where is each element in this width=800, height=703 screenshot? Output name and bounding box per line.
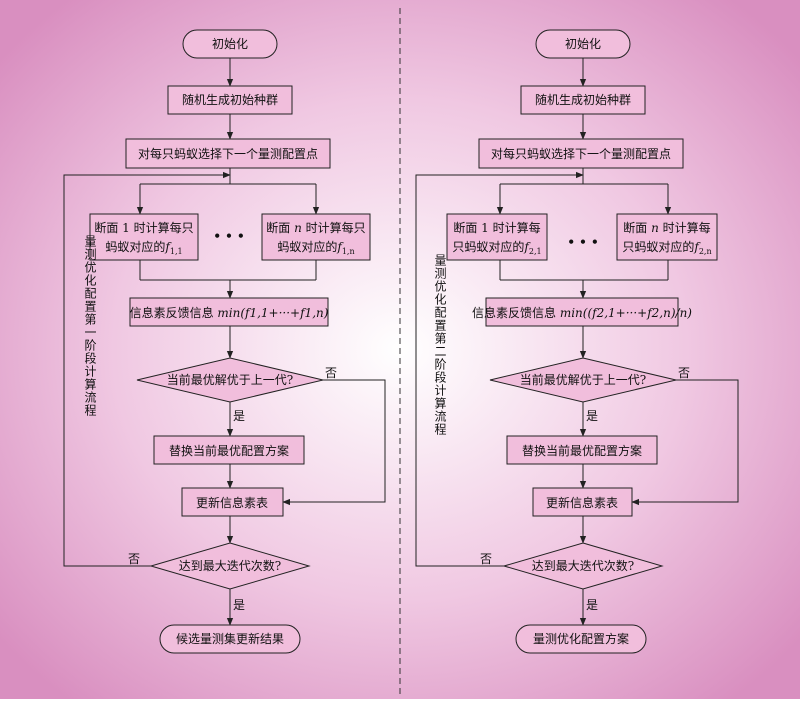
right-pheromone-feedback-box (485, 297, 679, 327)
left-replace-best-text: 替换当前最优配置方案 (169, 443, 289, 458)
right-section-n-box (616, 213, 718, 261)
right-init-population-box (520, 85, 646, 115)
left-no-label-2: 否 (128, 552, 140, 566)
left-pheromone-feedback-box (129, 297, 329, 327)
left-result-text: 候选量测集更新结果 (176, 631, 284, 646)
right-no-label-2: 否 (480, 552, 492, 566)
right-select-next-box (478, 138, 684, 169)
right-yes-label-2: 是 (586, 598, 598, 612)
left-replace-best-box (153, 435, 305, 465)
right-section-1-line1: 断面 1 时计算每 (453, 220, 540, 235)
right-update-pheromone-box (532, 487, 633, 517)
left-update-pheromone-box (181, 487, 284, 517)
left-section-1-box (89, 213, 199, 261)
right-result-terminal (515, 624, 647, 654)
right-side-label: 量测优化配置第二阶段计算流程 (433, 254, 447, 436)
right-pheromone-feedback-text: 信息素反馈信息 min((f2,1+···+f2,n)/n) (472, 305, 692, 320)
right-result-text: 量测优化配置方案 (533, 631, 629, 646)
left-result-terminal (159, 624, 301, 654)
left-init-population-text: 随机生成初始种群 (182, 92, 278, 107)
right-no-label: 否 (678, 366, 690, 380)
right-start-text: 初始化 (565, 37, 601, 51)
left-update-pheromone-text: 更新信息素表 (196, 495, 268, 510)
left-start-text: 初始化 (212, 37, 248, 51)
left-section-1-line1: 断面 1 时计算每只 (94, 220, 193, 235)
right-init-population-text: 随机生成初始种群 (535, 92, 631, 107)
left-ellipsis: • • • (213, 229, 244, 243)
left-no-label: 否 (325, 366, 337, 380)
left-section-1-line2: 蚂蚁对应的f1,1 (105, 239, 182, 256)
left-yes-label-2: 是 (233, 598, 245, 612)
right-yes-label: 是 (586, 409, 598, 423)
left-yes-label: 是 (233, 409, 245, 423)
right-section-n-line2: 只蚂蚁对应的f2,n (622, 239, 711, 256)
right-section-1-line2: 只蚂蚁对应的f2,1 (452, 239, 541, 256)
right-no-branch-line (631, 379, 739, 506)
right-select-next-text: 对每只蚂蚁选择下一个量测配置点 (491, 146, 671, 161)
left-section-n-line1: 断面 n 时计算每只 (266, 220, 365, 235)
right-update-pheromone-text: 更新信息素表 (546, 495, 618, 510)
right-replace-best-box (506, 435, 658, 465)
left-select-next-box (125, 138, 331, 169)
left-loop-back-line (63, 171, 231, 567)
left-decision-better-text: 当前最优解优于上一代? (167, 372, 293, 387)
right-loop-back-line (415, 171, 584, 567)
left-select-next-text: 对每只蚂蚁选择下一个量测配置点 (138, 146, 318, 161)
left-no-branch-line (282, 379, 386, 506)
right-replace-best-text: 替换当前最优配置方案 (522, 443, 642, 458)
right-decision-max-iter-text: 达到最大迭代次数? (532, 558, 634, 573)
left-side-label: 量测优化配置第一阶段计算流程 (83, 235, 97, 417)
right-flowchart: 初始化 随机生成初始种群 对每只蚂蚁选择下一个量测配置点 断面 1 时计算每 只… (415, 29, 739, 654)
left-decision-max-iter-text: 达到最大迭代次数? (179, 558, 281, 573)
left-section-n-line2: 蚂蚁对应的f1,n (277, 239, 354, 256)
right-decision-better-text: 当前最优解优于上一代? (520, 372, 646, 387)
left-pheromone-feedback-text: 信息素反馈信息 min(f1,1+···+f1,n) (130, 305, 329, 320)
right-section-1-box (446, 213, 548, 261)
right-ellipsis: • • • (567, 235, 598, 249)
left-flowchart: 初始化 随机生成初始种群 对每只蚂蚁选择下一个量测配置点 断面 1 时计算每只 … (63, 29, 386, 654)
right-section-n-line1: 断面 n 时计算每 (623, 220, 710, 235)
